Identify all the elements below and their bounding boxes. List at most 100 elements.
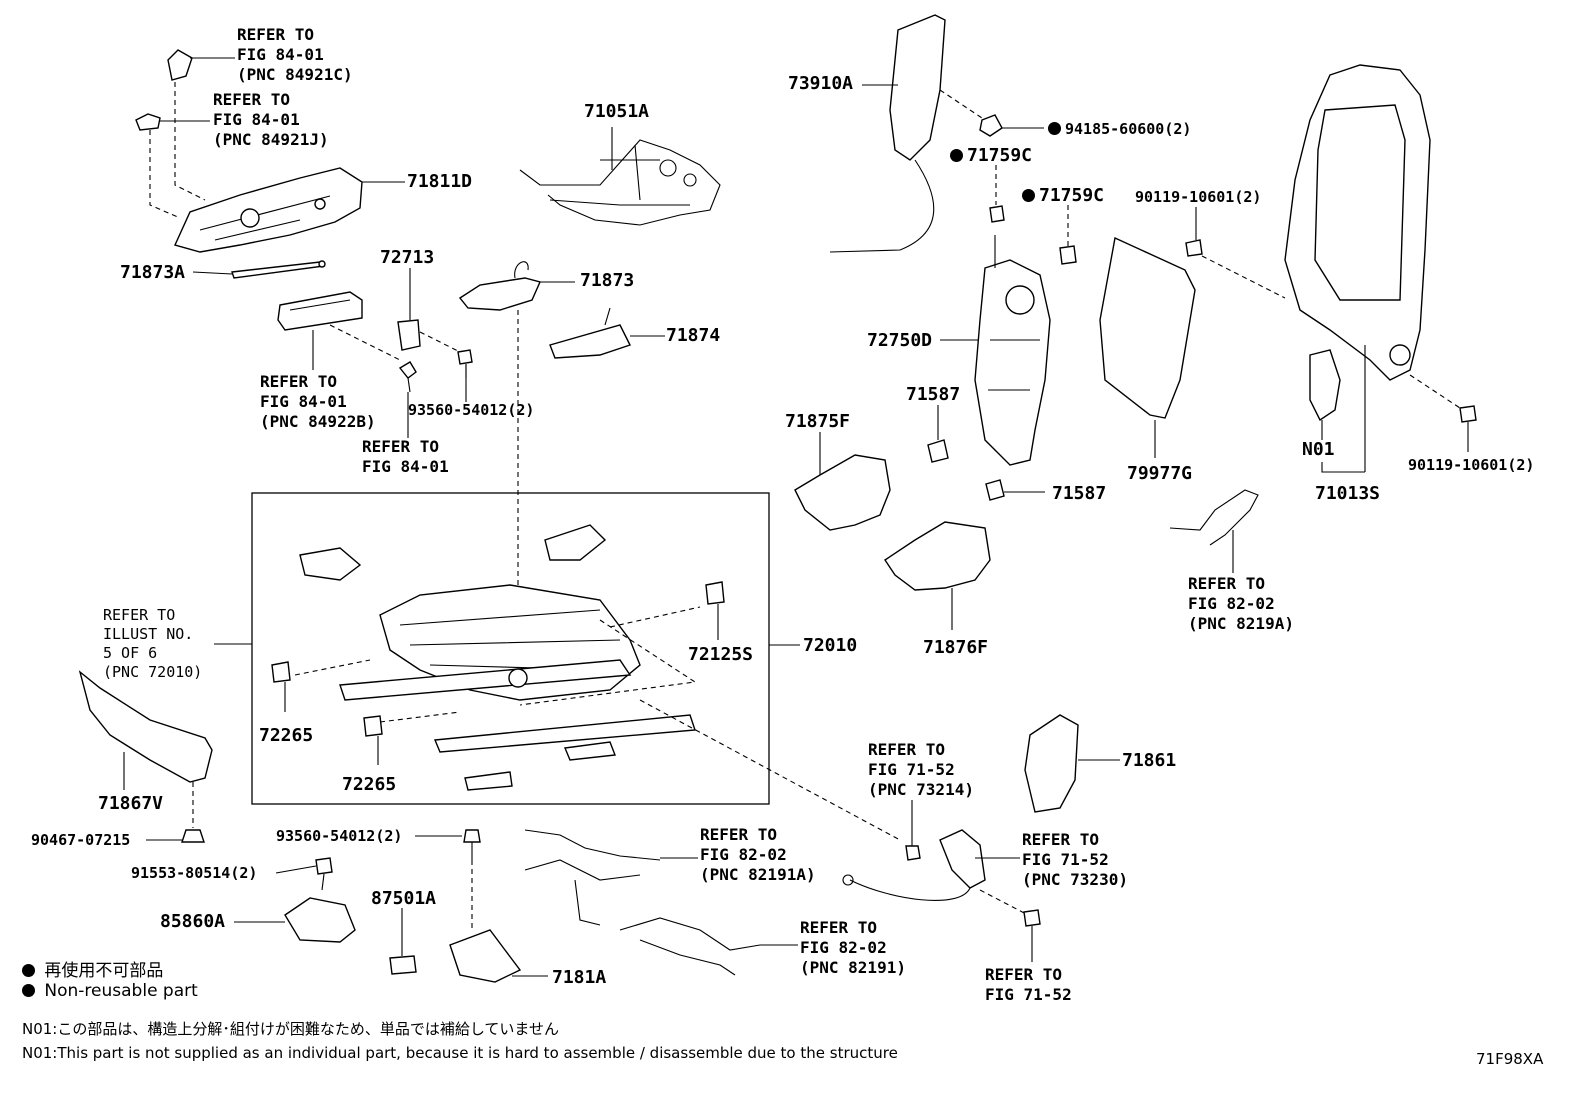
non-reusable-dot <box>950 149 963 162</box>
handle-part <box>277 291 363 331</box>
hook-bracket-71873 <box>458 261 541 311</box>
label-71587-a: 71587 <box>906 384 961 405</box>
legend-en-text: Non-reusable part <box>44 981 198 1001</box>
ref-82191A: REFER TO FIG 82-02 (PNC 82191A) <box>700 825 816 884</box>
ref-84922B: REFER TO FIG 84-01 (PNC 84922B) <box>260 372 376 431</box>
note-n01-en: N01:This part is not supplied as an indi… <box>22 1044 898 1062</box>
non-reusable-dot <box>22 964 35 977</box>
harness-82191A <box>524 829 661 926</box>
label-72750D: 72750D <box>867 330 933 351</box>
cover-71861 <box>1024 714 1079 813</box>
clip-72265-a <box>271 661 291 683</box>
label-72713: 72713 <box>380 247 435 268</box>
label-73910A: 73910A <box>788 73 854 94</box>
bolt-b <box>457 349 473 378</box>
non-reusable-dot <box>1048 122 1061 135</box>
label-91553: 91553-80514(2) <box>131 864 258 882</box>
figure-id: 71F98XA <box>1476 1050 1544 1068</box>
cover-71867V <box>78 670 213 783</box>
label-71587-b: 71587 <box>1052 483 1107 504</box>
label-72265-b: 72265 <box>342 774 397 795</box>
leader-knob-b <box>149 130 181 219</box>
label-71873: 71873 <box>580 270 635 291</box>
label-79977G: 79977G <box>1127 463 1193 484</box>
knob-part-a <box>167 49 193 81</box>
ref-71-52: REFER TO FIG 71-52 <box>985 965 1072 1004</box>
bolt-93560-lower <box>463 829 481 860</box>
airbag-73910A <box>829 14 946 253</box>
bolt-a <box>398 361 417 393</box>
ref-84921J: REFER TO FIG 84-01 (PNC 84921J) <box>213 90 329 149</box>
cover-71876F <box>884 521 991 591</box>
bolt-90119-b <box>1459 405 1477 423</box>
cushion-shield-part <box>174 167 363 253</box>
label-90119-a: 90119-10601(2) <box>1135 188 1262 206</box>
label-71759C-a-text: 71759C <box>967 145 1033 166</box>
bolt-91553 <box>315 857 333 891</box>
label-85860A: 85860A <box>160 911 226 932</box>
harness-8219A <box>1169 489 1259 546</box>
nut-buckle <box>1023 909 1041 927</box>
ref-82191: REFER TO FIG 82-02 (PNC 82191) <box>800 918 906 977</box>
label-93560-lower: 93560-54012(2) <box>276 827 403 845</box>
motor-N01 <box>1309 349 1341 422</box>
ref-84-01: REFER TO FIG 84-01 <box>362 437 449 476</box>
label-71873A: 71873A <box>120 262 186 283</box>
legend-jp-text: 再使用不可部品 <box>44 961 164 981</box>
frame-71013S <box>1284 64 1431 381</box>
nut-71759C-a <box>989 205 1005 223</box>
bracket-72750D <box>974 235 1051 466</box>
label-71759C-a: 71759C <box>950 146 1032 166</box>
bracket-71874 <box>549 307 631 359</box>
label-7181A: 7181A <box>552 967 607 988</box>
clip-72125S <box>705 581 725 605</box>
ref-illust-5of6: REFER TO ILLUST NO. 5 OF 6 (PNC 72010) <box>103 606 203 681</box>
legend-jp: 再使用不可部品 <box>22 956 163 981</box>
label-72010: 72010 <box>803 635 858 656</box>
ref-73214: REFER TO FIG 71-52 (PNC 73214) <box>868 740 974 799</box>
label-71861: 71861 <box>1122 750 1177 771</box>
block-87501A <box>389 955 417 975</box>
label-71875F: 71875F <box>785 411 851 432</box>
knob-part-b <box>135 113 161 131</box>
label-93560-upper: 93560-54012(2) <box>408 401 535 419</box>
leader-knob-a <box>174 82 206 201</box>
label-71051A: 71051A <box>584 101 650 122</box>
label-72265-a: 72265 <box>259 725 314 746</box>
label-94185: 94185-60600(2) <box>1048 120 1191 139</box>
label-90119-b: 90119-10601(2) <box>1408 456 1535 474</box>
harness-82191 <box>619 917 761 976</box>
non-reusable-dot <box>1022 189 1035 202</box>
panel-79977G <box>1099 236 1196 419</box>
label-71759C-b-text: 71759C <box>1039 185 1105 206</box>
label-71876F: 71876F <box>923 637 989 658</box>
ref-73230: REFER TO FIG 71-52 (PNC 73230) <box>1022 830 1128 889</box>
clip-90467 <box>181 829 205 843</box>
label-94185-text: 94185-60600(2) <box>1065 120 1192 138</box>
nut-71759C-b <box>1059 245 1077 265</box>
label-71759C-b: 71759C <box>1022 186 1104 206</box>
seat-adjuster-72010 <box>299 524 696 791</box>
label-71874: 71874 <box>666 325 721 346</box>
clip-71587-a <box>927 439 949 463</box>
label-90467: 90467-07215 <box>31 831 131 849</box>
rod-part <box>231 260 326 279</box>
adjuster-box <box>251 492 770 805</box>
buckle-73230 <box>842 829 986 901</box>
frame-71051A <box>519 127 721 226</box>
clip-72265-b <box>363 715 383 737</box>
ref-8219A: REFER TO FIG 82-02 (PNC 8219A) <box>1188 574 1294 633</box>
bracket-72713 <box>397 319 421 351</box>
bracket-7181A <box>449 929 522 983</box>
label-71867V: 71867V <box>98 793 164 814</box>
label-72125S: 72125S <box>688 644 754 665</box>
non-reusable-dot <box>22 984 35 997</box>
label-71811D: 71811D <box>407 171 473 192</box>
legend-en: Non-reusable part <box>22 981 198 1001</box>
nut-94185 <box>979 114 1003 137</box>
label-87501A: 87501A <box>371 888 437 909</box>
bolt-90119-a <box>1185 239 1203 257</box>
label-71013S: 71013S <box>1315 483 1381 504</box>
